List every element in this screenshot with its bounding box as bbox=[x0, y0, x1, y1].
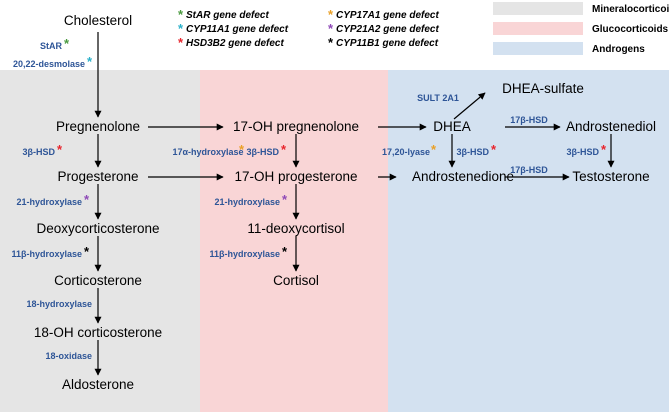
defect-label-cyp21a2: CYP21A2 gene defect bbox=[336, 24, 439, 35]
node-dhea-sulfate: DHEA-sulfate bbox=[502, 81, 584, 96]
node-11-deoxycortisol: 11-deoxycortisol bbox=[247, 221, 344, 236]
enzyme-18hydroxylase: 18-hydroxylase bbox=[26, 299, 92, 309]
enzyme-17bhsd-1: 17β-HSD bbox=[510, 115, 548, 125]
enzyme-11bhydroxylase-2: 11β-hydroxylase bbox=[209, 249, 280, 259]
legend-swatch-androgens bbox=[493, 42, 583, 55]
node-testosterone: Testosterone bbox=[572, 169, 649, 184]
defect-asterisk-cyp11a1: * bbox=[178, 21, 184, 36]
enzyme-11bhydroxylase-1: 11β-hydroxylase bbox=[11, 249, 82, 259]
asterisk-11bhydroxylase-1: * bbox=[84, 244, 90, 259]
enzyme-sult2a1: SULT 2A1 bbox=[417, 93, 459, 103]
legend-swatch-glucocorticoids bbox=[493, 22, 583, 35]
node-cortisol: Cortisol bbox=[273, 273, 319, 288]
glucocorticoids-region bbox=[200, 70, 388, 412]
node-corticosterone: Corticosterone bbox=[54, 273, 142, 288]
legend-label-glucocorticoids: Glucocorticoids bbox=[592, 24, 669, 35]
enzyme-star: StAR bbox=[40, 41, 62, 51]
arrow-dhea-dhea-sulfate bbox=[453, 92, 486, 120]
node-17oh-pregnenolone: 17-OH pregnenolone bbox=[233, 119, 359, 134]
defect-label-cyp11a1: CYP11A1 gene defect bbox=[186, 24, 289, 35]
node-18oh-corticosterone: 18-OH corticosterone bbox=[34, 325, 162, 340]
asterisk-17ahydroxylase: * bbox=[239, 142, 245, 157]
enzyme-18oxidase: 18-oxidase bbox=[45, 351, 92, 361]
node-progesterone: Progesterone bbox=[57, 169, 138, 184]
defect-asterisk-cyp17a1: * bbox=[328, 7, 334, 22]
asterisk-21hydroxylase-2: * bbox=[282, 192, 288, 207]
node-pregnenolone: Pregnenolone bbox=[56, 119, 140, 134]
legend-label-mineralocorticoids: Mineralocorticoids bbox=[592, 4, 669, 15]
asterisk-3bhsd-1: * bbox=[57, 142, 63, 157]
defect-label-cyp11b1: CYP11B1 gene defect bbox=[336, 38, 439, 49]
defect-asterisk-hsd3b2: * bbox=[178, 35, 184, 50]
defect-asterisk-cyp21a2: * bbox=[328, 21, 334, 36]
enzyme-17ahydroxylase: 17α-hydroxylase bbox=[172, 147, 243, 157]
enzyme-21hydroxylase-1: 21-hydroxylase bbox=[16, 197, 82, 207]
enzyme-21hydroxylase-2: 21-hydroxylase bbox=[214, 197, 280, 207]
asterisk-3bhsd-4: * bbox=[601, 142, 607, 157]
asterisk-star: * bbox=[64, 36, 70, 51]
node-17oh-progesterone: 17-OH progesterone bbox=[234, 169, 357, 184]
enzyme-desmolase: 20,22-desmolase bbox=[13, 59, 85, 69]
defect-label-cyp17a1: CYP17A1 gene defect bbox=[336, 10, 439, 21]
asterisk-3bhsd-3: * bbox=[491, 142, 497, 157]
asterisk-3bhsd-2: * bbox=[281, 142, 287, 157]
enzyme-17bhsd-2: 17β-HSD bbox=[510, 165, 548, 175]
node-dhea: DHEA bbox=[433, 119, 471, 134]
node-cholesterol: Cholesterol bbox=[64, 13, 132, 28]
enzyme-1720lyase: 17,20-lyase bbox=[382, 147, 430, 157]
defect-label-star: StAR gene defect bbox=[186, 10, 269, 21]
defect-asterisk-cyp11b1: * bbox=[328, 35, 334, 50]
asterisk-1720lyase: * bbox=[431, 142, 437, 157]
node-androstenediol: Androstenediol bbox=[566, 119, 656, 134]
enzyme-3bhsd-3: 3β-HSD bbox=[457, 147, 490, 157]
enzyme-3bhsd-2: 3β-HSD bbox=[247, 147, 280, 157]
legend-swatch-mineralocorticoids bbox=[493, 2, 583, 15]
asterisk-11bhydroxylase-2: * bbox=[282, 244, 288, 259]
node-aldosterone: Aldosterone bbox=[62, 377, 134, 392]
defect-asterisk-star: * bbox=[178, 7, 184, 22]
enzyme-3bhsd-1: 3β-HSD bbox=[23, 147, 56, 157]
node-androstenedione: Androstenedione bbox=[412, 169, 514, 184]
legend-label-androgens: Androgens bbox=[592, 44, 645, 55]
enzyme-3bhsd-4: 3β-HSD bbox=[567, 147, 600, 157]
asterisk-21hydroxylase-1: * bbox=[84, 192, 90, 207]
defect-label-hsd3b2: HSD3B2 gene defect bbox=[186, 38, 284, 49]
node-deoxycorticosterone: Deoxycorticosterone bbox=[36, 221, 159, 236]
asterisk-desmolase: * bbox=[87, 54, 93, 69]
